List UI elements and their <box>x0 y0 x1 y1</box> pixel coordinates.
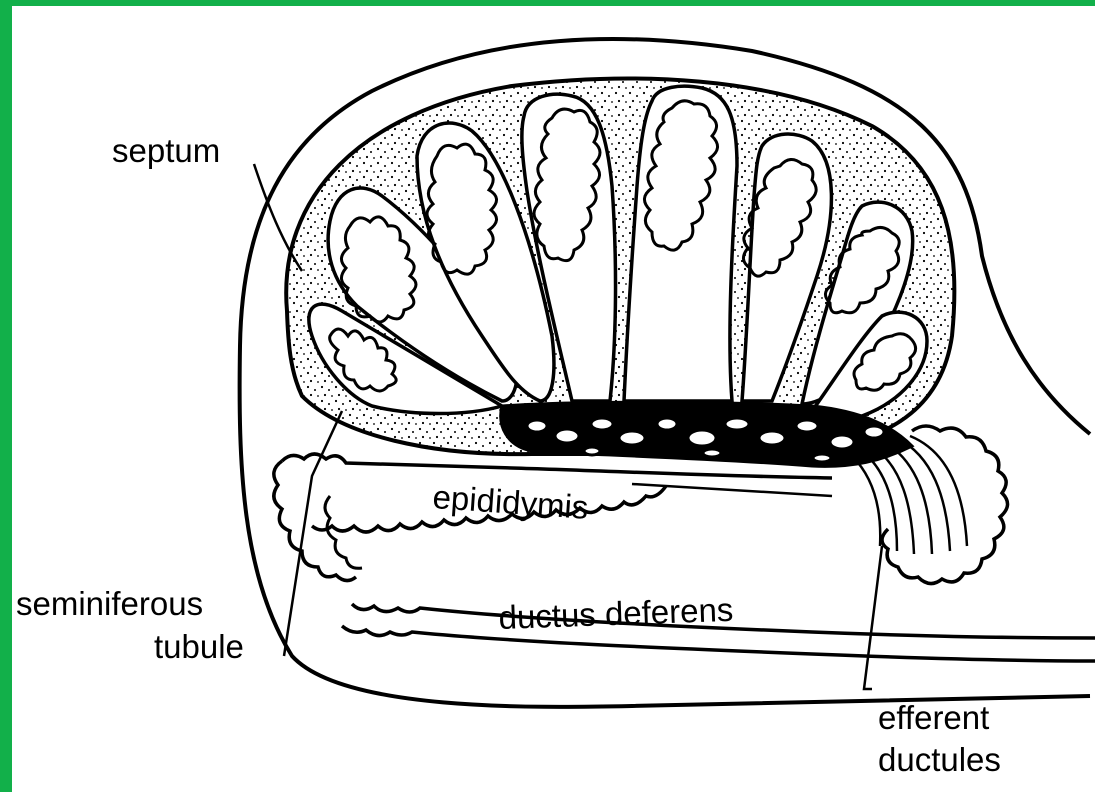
label-efferent: efferent <box>878 699 989 736</box>
label-ductus-deferens: ductus deferens <box>498 591 734 636</box>
label-epididymis: epididymis <box>432 478 590 526</box>
ductus-deferens-lower <box>342 626 1095 661</box>
testis-diagram: septum epididymis seminiferous tubule du… <box>12 6 1095 792</box>
seminiferous-leader-line <box>284 411 342 656</box>
label-seminiferous: seminiferous <box>16 585 203 622</box>
diagram-canvas: septum epididymis seminiferous tubule du… <box>12 6 1095 792</box>
label-ductules: ductules <box>878 741 1001 778</box>
efferent-leader-line <box>864 546 882 689</box>
rete-testis <box>501 402 912 466</box>
label-septum: septum <box>112 132 220 169</box>
label-tubule: tubule <box>154 628 244 665</box>
epididymis-tail <box>274 461 356 581</box>
